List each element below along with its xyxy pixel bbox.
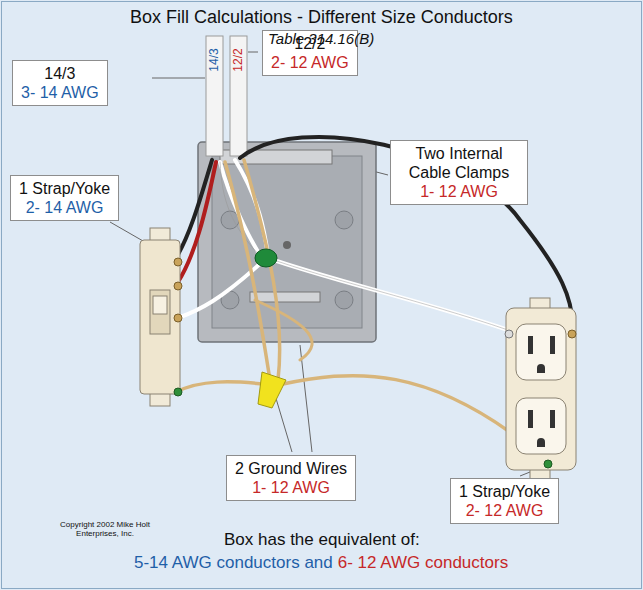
callout-heading: 1 Strap/Yoke [19,179,110,198]
caption-count: 6- 12 AWG conductors [338,553,508,572]
cable-label: 12/2 [232,48,245,71]
callout-count: 1- 12 AWG [399,182,519,201]
caption-count: 5-14 AWG conductors and [134,553,333,572]
switch [140,228,182,406]
callout-box: Two Internal Cable Clamps1- 12 AWG [390,140,528,205]
caption-row: 5-14 AWG conductors and 6- 12 AWG conduct… [134,553,508,573]
cables [206,36,247,156]
callout-count: 1- 12 AWG [235,478,347,497]
callout-heading: 1 Strap/Yoke [459,482,550,501]
title: Box Fill Calculations - Different Size C… [130,7,513,28]
callout-heading: 2 Ground Wires [235,459,347,478]
cable-label: 14/3 [208,48,221,71]
callout-count: 2- 14 AWG [19,198,110,217]
callout-count: 3- 14 AWG [21,83,99,102]
device-box [198,142,376,342]
copyright-note: Copyright 2002 Mike Holt Enterprises, In… [50,520,160,538]
callout-count: 2- 12 AWG [271,53,349,72]
callout-box: 14/33- 14 AWG [12,60,108,106]
subtitle: Table 314.16(B) [268,30,374,47]
caption-line: Box has the equivalent of: [224,530,420,550]
wire-nuts [255,249,286,408]
callout-box: 2 Ground Wires1- 12 AWG [226,455,356,501]
callout-heading: 14/3 [21,64,99,83]
receptacle [505,298,576,480]
callout-box: 1 Strap/Yoke2- 12 AWG [450,478,559,524]
callout-heading: Two Internal Cable Clamps [399,144,519,182]
callout-count: 2- 12 AWG [459,501,550,520]
callout-box: 1 Strap/Yoke2- 14 AWG [10,175,119,221]
